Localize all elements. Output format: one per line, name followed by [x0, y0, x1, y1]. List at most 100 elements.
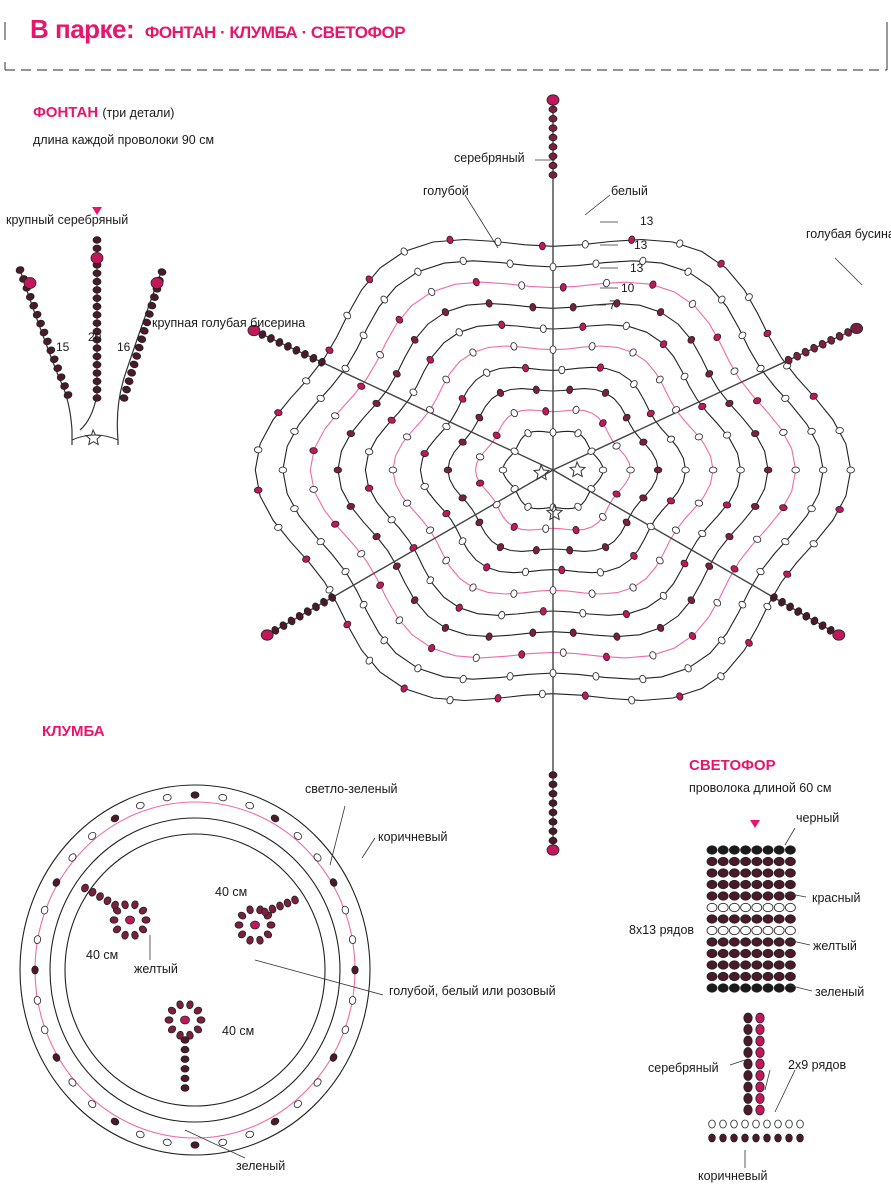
bead — [599, 513, 607, 521]
bead — [717, 914, 729, 924]
bead — [92, 302, 102, 311]
bead — [680, 559, 689, 568]
label-40cm-c: 40 см — [222, 1024, 255, 1038]
bead — [785, 845, 796, 855]
bead — [138, 906, 148, 915]
bead — [706, 937, 718, 947]
bead — [274, 409, 283, 417]
bead — [566, 546, 574, 555]
bead — [579, 609, 587, 618]
bead — [142, 318, 152, 327]
bead — [810, 616, 819, 626]
bead — [548, 780, 558, 789]
bead — [510, 522, 518, 531]
bead — [167, 1006, 177, 1015]
bead — [348, 935, 357, 944]
bead — [357, 550, 366, 558]
bead — [441, 623, 450, 632]
bead — [287, 616, 296, 626]
bead — [180, 1045, 190, 1054]
bead — [245, 1130, 255, 1139]
bead — [751, 983, 763, 993]
bead — [785, 856, 796, 867]
bead — [659, 340, 668, 349]
bead — [740, 891, 751, 901]
bead — [196, 1016, 206, 1024]
bead — [485, 632, 493, 641]
label-silver-svetofor: серебряный — [648, 1061, 719, 1075]
bead — [558, 565, 566, 575]
bead — [496, 543, 505, 552]
page-title: В парке: ФОНТАН · КЛУМБА · СВЕТОФОР — [30, 14, 406, 45]
bead — [755, 1104, 765, 1116]
bead — [773, 948, 785, 959]
bead — [587, 447, 596, 455]
bead — [783, 570, 792, 578]
bead — [629, 348, 637, 357]
bead — [779, 504, 788, 512]
bead — [613, 299, 621, 308]
bead — [290, 427, 299, 435]
bead — [729, 914, 740, 924]
web-center-stars — [532, 460, 587, 521]
bead — [510, 485, 519, 493]
svetofor-wire-note: проволока длиной 60 см — [689, 781, 832, 795]
bead — [729, 960, 740, 970]
bead — [29, 301, 39, 310]
bead — [293, 831, 302, 840]
bead — [729, 856, 740, 867]
bead — [376, 351, 385, 359]
bead — [622, 518, 631, 527]
bead — [542, 524, 550, 533]
bead — [270, 1117, 280, 1126]
bead — [743, 1024, 753, 1035]
bead — [32, 310, 42, 319]
bead — [92, 294, 102, 302]
bead — [458, 438, 467, 446]
fontan-wire-note: длина каждой проволоки 90 см — [33, 133, 215, 147]
bead — [359, 331, 368, 340]
bead — [740, 868, 751, 878]
bead — [601, 543, 610, 552]
bead — [475, 453, 485, 461]
bead — [475, 518, 484, 527]
bead — [579, 322, 587, 331]
bead — [131, 900, 139, 910]
bead — [498, 466, 508, 474]
bead — [147, 301, 157, 310]
bead — [569, 628, 577, 637]
bead — [442, 509, 451, 518]
bead — [751, 856, 763, 867]
bead — [708, 1119, 716, 1129]
bead — [261, 907, 269, 917]
bead — [785, 937, 796, 947]
bead — [494, 694, 502, 703]
bead — [676, 239, 684, 248]
bead — [729, 971, 740, 982]
bead — [740, 879, 751, 890]
bead — [743, 1104, 753, 1116]
bead — [329, 1053, 338, 1062]
bead — [267, 334, 275, 343]
bead — [410, 335, 419, 344]
bead — [539, 324, 547, 333]
bead — [15, 266, 25, 274]
bead — [442, 422, 451, 431]
bead — [274, 523, 283, 531]
bead — [785, 925, 796, 936]
bead — [331, 412, 340, 420]
bead — [755, 1024, 765, 1035]
bead — [708, 466, 718, 474]
bead — [92, 269, 102, 277]
bead — [751, 502, 760, 510]
label-light-green: светло-зеленый — [305, 782, 398, 796]
label-silver: серебряный — [454, 151, 525, 165]
bead — [581, 691, 589, 700]
bead — [186, 1000, 194, 1010]
bead — [762, 856, 774, 867]
bead — [395, 315, 404, 324]
bead — [785, 879, 796, 890]
bead — [796, 1119, 804, 1129]
bead — [827, 336, 835, 345]
row-count-5: 7 — [609, 298, 616, 312]
